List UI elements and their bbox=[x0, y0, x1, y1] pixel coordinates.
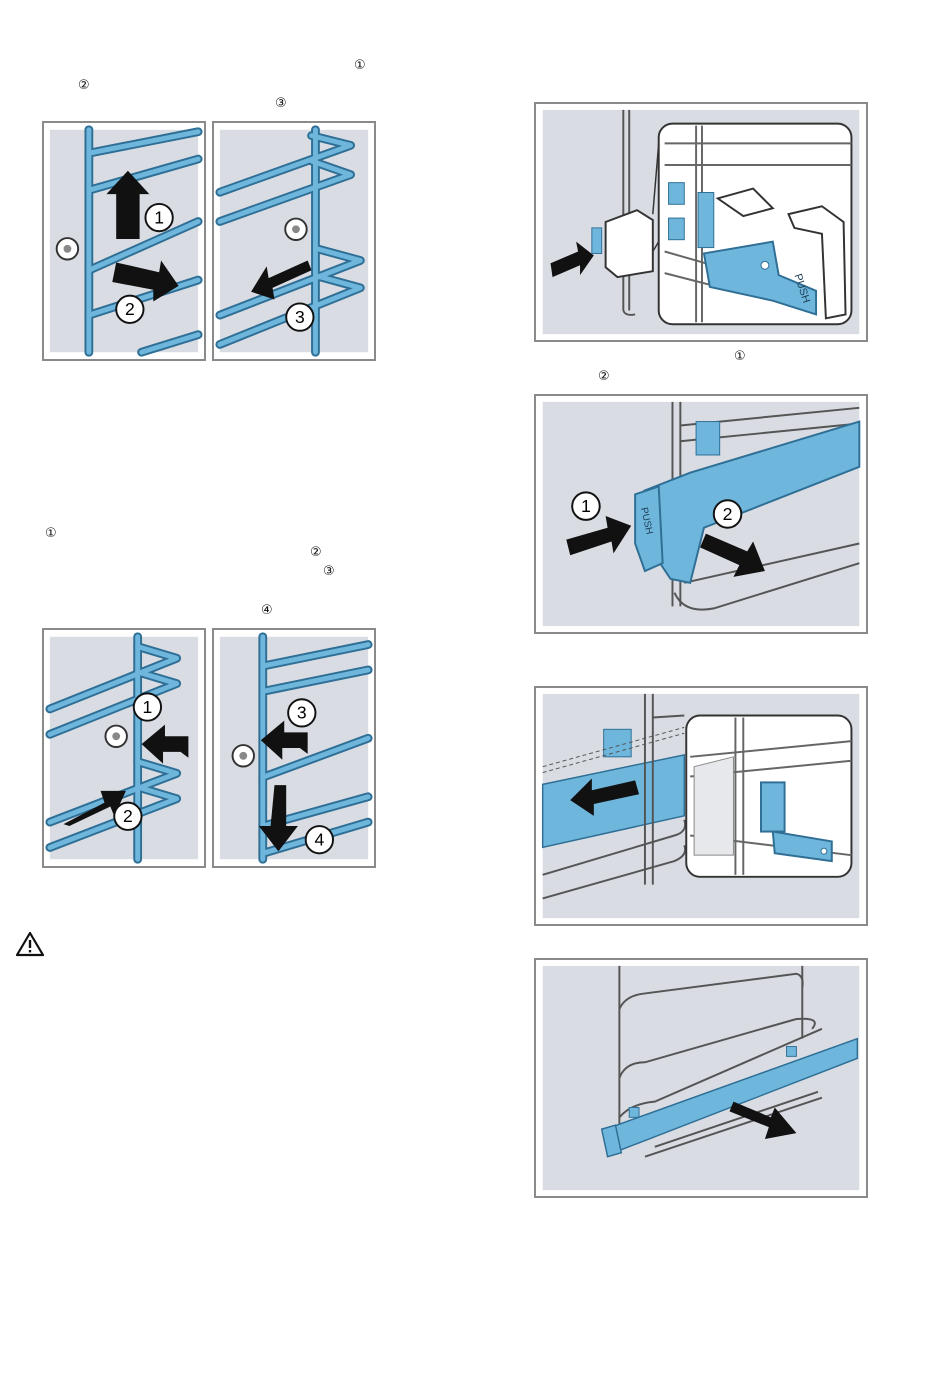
callout-3: 3 bbox=[297, 703, 307, 723]
rack-removal-illustration-b: 3 bbox=[212, 121, 376, 361]
callout-4: 4 bbox=[314, 830, 324, 850]
step-marker-1: ① bbox=[45, 527, 57, 541]
telescopic-rail-pull-illustration bbox=[534, 958, 868, 1198]
rack-removal-illustration-a: 1 2 bbox=[42, 121, 206, 361]
step-marker-4: ④ bbox=[261, 604, 273, 618]
callout-3: 3 bbox=[295, 307, 305, 327]
callout-1: 1 bbox=[581, 496, 591, 516]
callout-2: 2 bbox=[723, 504, 733, 524]
step-marker-3: ③ bbox=[323, 565, 335, 579]
step-marker-2: ② bbox=[598, 370, 610, 384]
warning-triangle-icon bbox=[16, 931, 44, 957]
step-marker-2: ② bbox=[78, 79, 90, 93]
telescopic-rail-slide-illustration bbox=[534, 686, 868, 926]
step-marker-3: ③ bbox=[275, 97, 287, 111]
rack-install-illustration-b: 3 4 bbox=[212, 628, 376, 868]
telescopic-rail-removal-illustration: PUSH 1 2 bbox=[534, 394, 868, 634]
callout-2: 2 bbox=[123, 806, 133, 826]
telescopic-rail-clip-illustration: PUSH bbox=[534, 102, 868, 342]
callout-1: 1 bbox=[143, 697, 153, 717]
callout-2: 2 bbox=[125, 299, 135, 319]
step-marker-2: ② bbox=[310, 546, 322, 560]
step-marker-1: ① bbox=[354, 59, 366, 73]
rack-install-illustration-a: 1 2 bbox=[42, 628, 206, 868]
callout-1: 1 bbox=[154, 207, 164, 227]
step-marker-1: ① bbox=[734, 350, 746, 364]
